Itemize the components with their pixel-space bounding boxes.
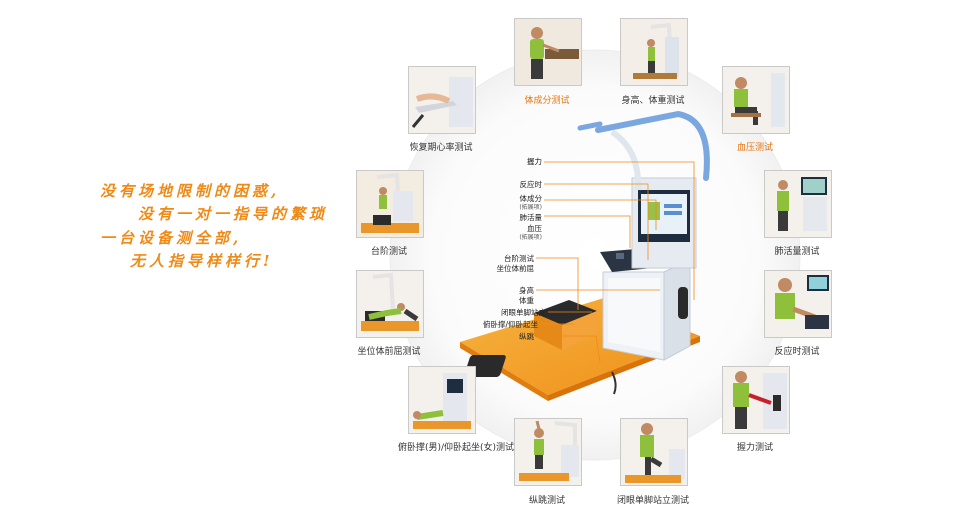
slogan-line-1: 没有场地限制的困惑, [100, 182, 281, 200]
caption-pushup-situp: 俯卧撑(男)/仰卧起坐(女)测试 [397, 443, 515, 453]
thumb-height-weight [620, 18, 688, 86]
thumb-reaction [764, 270, 832, 338]
slogan-line-2: 没有一对一指导的繁琐 [138, 205, 329, 223]
caption-blood-pressure: 血压测试 [736, 143, 773, 153]
caption-sit-reach: 坐位体前屈测试 [357, 347, 421, 357]
label-bp: 血压 [527, 224, 542, 233]
label-reaction: 反应时 [519, 180, 543, 189]
thumb-recovery-hr [408, 66, 476, 134]
height-arch [595, 110, 710, 181]
label-body-comp-note: (拓展项) [519, 204, 542, 211]
caption-step: 台阶测试 [370, 247, 407, 257]
thumb-blood-pressure [722, 66, 790, 134]
label-one-leg: 闭眼单脚站立 [501, 308, 546, 317]
thumb-sit-reach [356, 270, 424, 338]
thumb-lung-capacity [764, 170, 832, 238]
label-step-test: 台阶测试 [504, 254, 534, 263]
label-sit-reach: 坐位体前屈 [496, 264, 535, 273]
thumb-one-leg-stand [620, 418, 688, 486]
label-bp-note: (拓展项) [519, 234, 542, 241]
thumb-vertical-jump [514, 418, 582, 486]
slogan-line-3: 一台设备测全部, [100, 229, 243, 247]
thumb-pushup-situp [408, 366, 476, 434]
thumb-body-comp [514, 18, 582, 86]
caption-body-comp: 体成分测试 [524, 96, 570, 106]
label-grip: 握力 [527, 157, 542, 166]
caption-vertical-jump: 纵跳测试 [528, 496, 565, 506]
caption-reaction: 反应时测试 [774, 347, 820, 357]
caption-grip: 握力测试 [736, 443, 773, 453]
caption-one-leg-stand: 闭眼单脚站立测试 [616, 496, 689, 506]
label-jump: 纵跳 [519, 332, 534, 341]
thumb-step [356, 170, 424, 238]
slogan-line-4: 无人指导样样行! [130, 252, 274, 270]
label-lung: 肺活量 [519, 213, 543, 222]
label-weight: 体重 [519, 296, 534, 305]
thumb-grip [722, 366, 790, 434]
label-body-comp: 体成分 [519, 194, 543, 203]
label-height: 身高 [519, 286, 534, 295]
caption-lung-capacity: 肺活量测试 [774, 247, 820, 257]
step-box [534, 300, 597, 325]
label-pushup: 俯卧撑/仰卧起坐 [482, 320, 538, 329]
caption-height-weight: 身高、体重测试 [621, 96, 685, 106]
caption-recovery-hr: 恢复期心率测试 [409, 143, 473, 153]
